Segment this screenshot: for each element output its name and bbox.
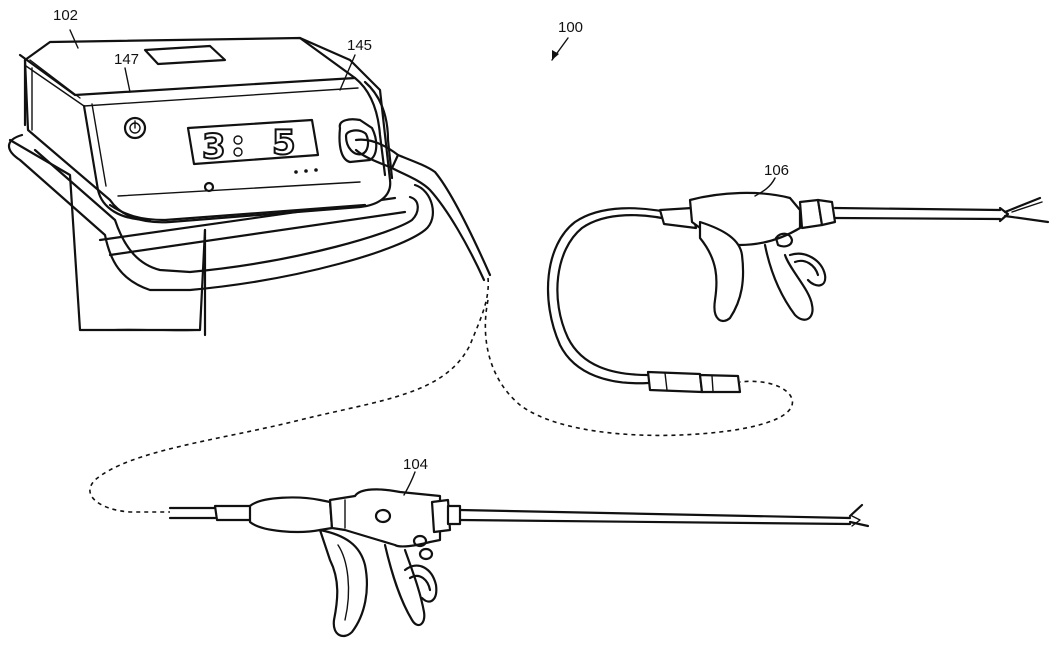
leader-104	[404, 472, 415, 495]
ref-106: 106	[764, 162, 789, 179]
instrument-106-trigger	[765, 245, 813, 320]
cable-to-instrument-106	[485, 300, 792, 435]
instrument-106	[548, 193, 1048, 392]
instrument-106-cable	[548, 208, 680, 383]
ref-102: 102	[53, 7, 78, 24]
ref-145: 145	[347, 37, 372, 54]
instrument-104-grip	[250, 498, 332, 532]
ref-147: 147	[114, 51, 139, 68]
display-left-digit: 3	[202, 127, 226, 167]
ref-100: 100	[558, 19, 583, 36]
display-right-digit: 5	[272, 123, 296, 163]
instrument-104	[170, 489, 868, 636]
generator: 3 5	[9, 38, 490, 335]
instrument-104-trigger	[385, 545, 424, 625]
instrument-106-connector	[648, 372, 702, 392]
cable-to-instrument-104	[90, 278, 488, 512]
ref-104: 104	[403, 456, 428, 473]
cable	[398, 155, 490, 275]
instrument-104-handle	[320, 530, 367, 636]
